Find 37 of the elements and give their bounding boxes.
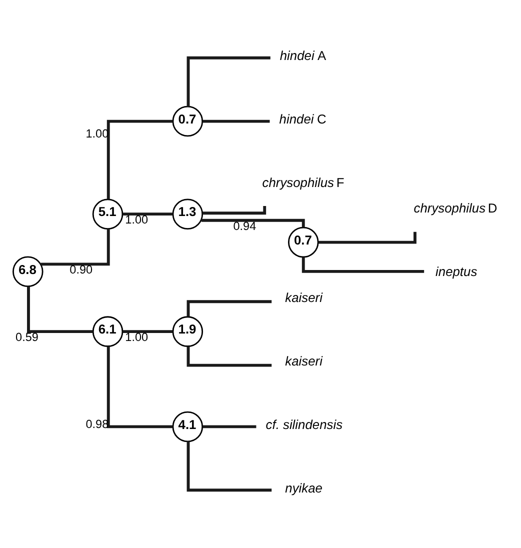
connector — [202, 425, 256, 428]
node-circle: 6.8 — [12, 256, 44, 288]
connector — [106, 120, 173, 200]
node-text: hindei A — [280, 48, 326, 63]
edge-label: 0.59 — [16, 330, 38, 344]
node-circle: 4.1 — [172, 411, 204, 442]
node-text: chrysophilus F — [262, 174, 344, 190]
connector — [202, 206, 266, 215]
node-circle: 1.3 — [172, 198, 204, 230]
node-text: kaiseri — [285, 290, 322, 305]
node-circle: 1.9 — [172, 316, 204, 347]
connector — [186, 300, 272, 317]
node-text: kaiseri — [285, 353, 322, 368]
node-circle: 6.1 — [92, 316, 124, 347]
edge-label: 1.00 — [125, 330, 148, 344]
connector — [201, 218, 305, 228]
node-text: nyikae — [285, 480, 322, 496]
node-circle: 0.7 — [172, 106, 204, 137]
connector — [40, 228, 110, 266]
node-text: chrysophilus D — [414, 200, 498, 216]
node-text: hindei C — [279, 111, 326, 126]
connector — [186, 56, 270, 107]
node-text: cf. silindensis — [266, 416, 343, 432]
connector — [186, 346, 272, 367]
node-text: ineptus — [436, 264, 478, 280]
node-circle: 5.1 — [92, 198, 124, 230]
edge-label: 1.00 — [125, 213, 148, 226]
edge-label: 0.94 — [233, 220, 256, 233]
connector — [122, 330, 173, 334]
edge-label: 0.90 — [70, 264, 93, 277]
connector — [106, 346, 173, 428]
connector — [122, 212, 173, 216]
connector — [302, 257, 424, 273]
node-circle: 0.7 — [288, 226, 319, 258]
connector — [202, 120, 270, 123]
connector — [186, 441, 272, 492]
connector — [27, 286, 93, 334]
